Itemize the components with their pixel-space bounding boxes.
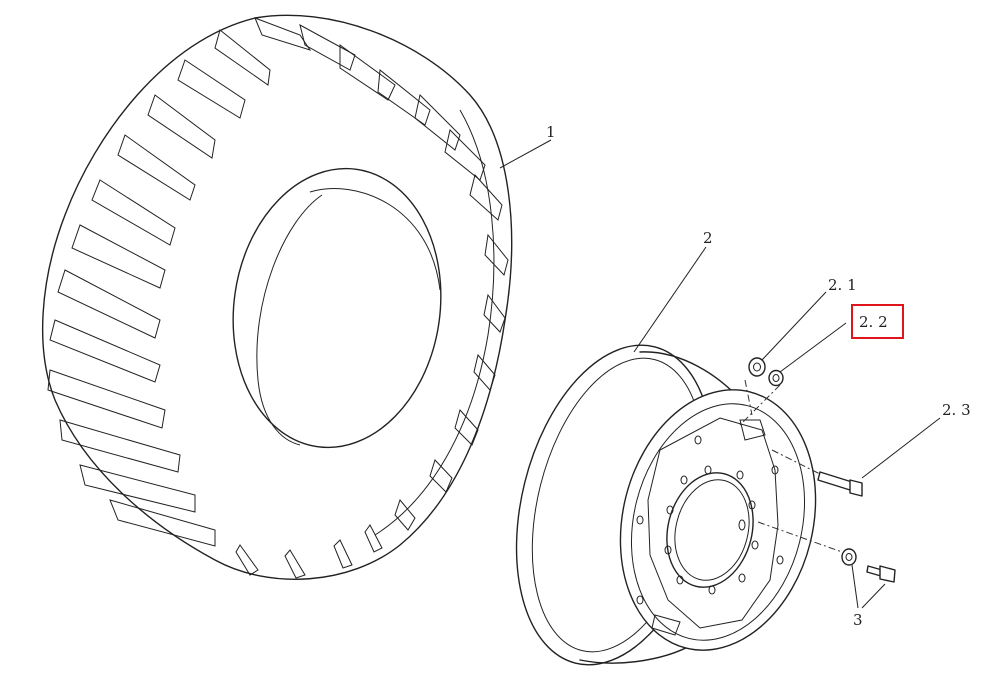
part-3-washer: [841, 548, 857, 566]
leader-1: [499, 139, 552, 169]
tire-bore-bead: [309, 188, 441, 291]
washer-hole: [772, 374, 780, 382]
washer-body: [768, 369, 784, 387]
wheel-rim[interactable]: [485, 324, 842, 675]
callout-2-2: 2. 2: [859, 313, 888, 331]
rim-hub-bore-inner: [674, 479, 750, 581]
fastener-set-part-3[interactable]: [841, 548, 896, 583]
highlight-box-2-2: [851, 304, 904, 339]
callout-2-1: 2. 1: [828, 276, 857, 294]
tire-bore-inner: [256, 194, 323, 446]
centerline-nut: [744, 379, 753, 416]
nut-body: [748, 357, 766, 377]
rim-bolt-holes: [636, 435, 784, 605]
rim-mounting-tab-top: [739, 419, 766, 441]
bolt-part-2-3[interactable]: [817, 471, 863, 497]
leader-2-3: [861, 417, 941, 479]
tire-bore-outer: [232, 167, 442, 449]
callout-2-3: 2. 3: [942, 401, 971, 419]
tire[interactable]: [41, 14, 513, 580]
leader-2: [633, 246, 707, 353]
bolt-shank: [817, 471, 853, 491]
washer-part-2-2[interactable]: [768, 369, 784, 387]
tire-sidewall-line: [374, 109, 495, 536]
leader-2-1: [761, 291, 827, 361]
nut-part-2-1[interactable]: [748, 357, 766, 377]
rim-hub-bore: [666, 472, 754, 588]
callout-1: 1: [546, 123, 556, 141]
leader-3a: [851, 564, 859, 609]
part-3-washer-hole: [845, 553, 853, 561]
centerline-bolt: [771, 449, 821, 475]
rim-center-disc: [647, 417, 779, 629]
leader-2-2: [779, 322, 847, 373]
leader-3b: [861, 583, 886, 609]
callout-2: 2: [703, 229, 713, 247]
nut-hole: [753, 362, 761, 372]
part-3-bolt-head: [879, 565, 896, 583]
rim-back-flange-inner: [630, 403, 806, 641]
bolt-head: [849, 479, 863, 497]
centerline-washer: [739, 384, 781, 426]
tire-tread-lugs: [47, 17, 509, 579]
rim-mounting-tab-bottom: [651, 614, 681, 636]
tire-outer-contour: [41, 14, 513, 580]
callout-3: 3: [853, 611, 863, 629]
